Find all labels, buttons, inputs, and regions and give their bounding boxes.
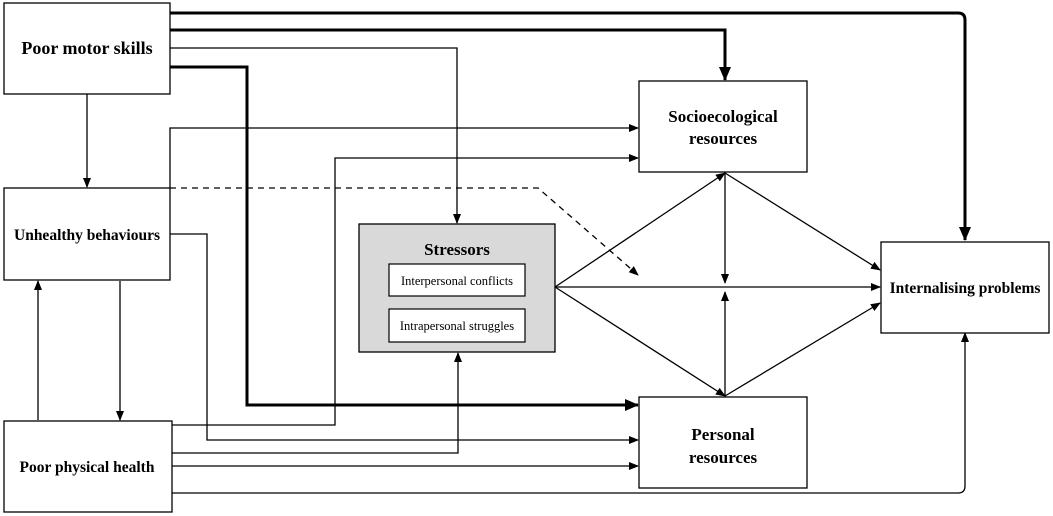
node-personal-label-1: Personal [691,425,755,444]
node-personal: Personal resources [638,396,808,489]
edge-unhealthy-personal [170,233,639,444]
edge-unhealthy-dashed [170,187,639,276]
edge-motor-internalising [170,11,971,241]
node-socio-label-2: resources [689,129,758,148]
edge-stressors-personal [554,286,726,397]
node-socio: Socioecological resources [638,80,808,173]
stressor-item-2: Intrapersonal struggles [400,319,514,333]
node-internalising: Internalising problems [880,241,1050,334]
edge-motor-stressors [170,47,461,224]
stressor-box-1 [388,263,526,297]
edge-socio-internalising [724,172,881,271]
edge-unhealthy-socio [169,124,639,188]
node-physical: Poor physical health [3,420,173,513]
node-internalising-label: Internalising problems [890,280,1041,297]
node-stressors-label: Stressors [424,240,490,259]
edge-stressors-socio [554,172,726,288]
node-unhealthy: Unhealthy behaviours [3,187,171,281]
node-unhealthy-label: Unhealthy behaviours [14,227,160,244]
edge-motor-socio [170,28,731,81]
edge-physical-stressors [172,352,462,454]
stressor-item-1: Interpersonal conflicts [401,274,513,288]
node-motor-label: Poor motor skills [21,38,152,58]
node-personal-label-2: resources [689,448,758,467]
node-socio-label-1: Socioecological [668,107,778,126]
edge-physical-internalising [172,332,969,494]
node-motor: Poor motor skills [3,2,171,95]
edge-physical-socio [172,154,639,426]
edge-personal-internalising [724,302,881,397]
node-stressors: Stressors Interpersonal conflicts Intrap… [358,223,556,353]
node-physical-label: Poor physical health [20,459,155,476]
stressor-box-2 [388,308,526,343]
edge-motor-personal [170,65,639,411]
